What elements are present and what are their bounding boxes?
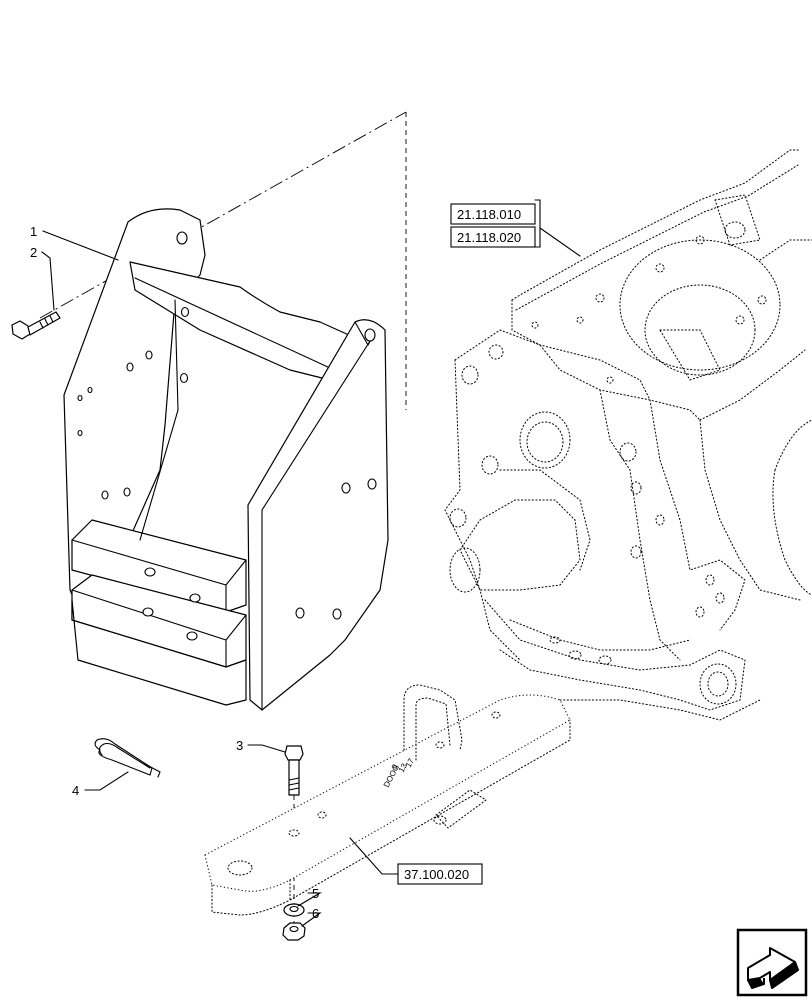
reference-label-37-100-020: 37.100.020	[404, 867, 469, 882]
drawbar: DOOG 9 13 17	[204, 684, 571, 916]
reference-label-21-118-020: 21.118.020	[457, 230, 521, 245]
bolt-part-3	[284, 745, 304, 796]
callout-4: 4	[72, 783, 79, 798]
bolt-part-2	[11, 311, 61, 340]
leader-3	[247, 744, 286, 753]
drawbar-stamp-2: 9	[390, 762, 400, 771]
transmission-housing	[444, 149, 812, 721]
leader-4	[84, 771, 129, 791]
leader-ref-transmission	[539, 227, 581, 257]
callout-3: 3	[236, 738, 243, 753]
assembly-centerline	[39, 111, 407, 319]
reference-label-21-118-010: 21.118.010	[457, 207, 521, 222]
reference-box-37-100-020[interactable]: 37.100.020	[397, 863, 483, 885]
clip-pin-part-4	[94, 738, 161, 778]
washer-part-5	[283, 903, 305, 917]
callout-5: 5	[312, 886, 319, 901]
next-page-arrow-icon[interactable]	[736, 928, 808, 997]
callout-1: 1	[30, 224, 37, 239]
reference-box-21-118-010[interactable]: 21.118.010	[450, 203, 536, 225]
leader-6	[301, 912, 322, 927]
drawbar-bracket	[63, 208, 389, 711]
leader-ref-drawbar	[349, 837, 399, 875]
leader-1	[42, 230, 119, 261]
leader-2	[41, 251, 55, 311]
nut-part-6	[282, 922, 306, 941]
callout-2: 2	[30, 245, 37, 260]
callout-6: 6	[312, 906, 319, 921]
reference-bracket	[534, 199, 541, 248]
reference-box-21-118-020[interactable]: 21.118.020	[450, 226, 536, 248]
leader-5	[297, 892, 323, 907]
